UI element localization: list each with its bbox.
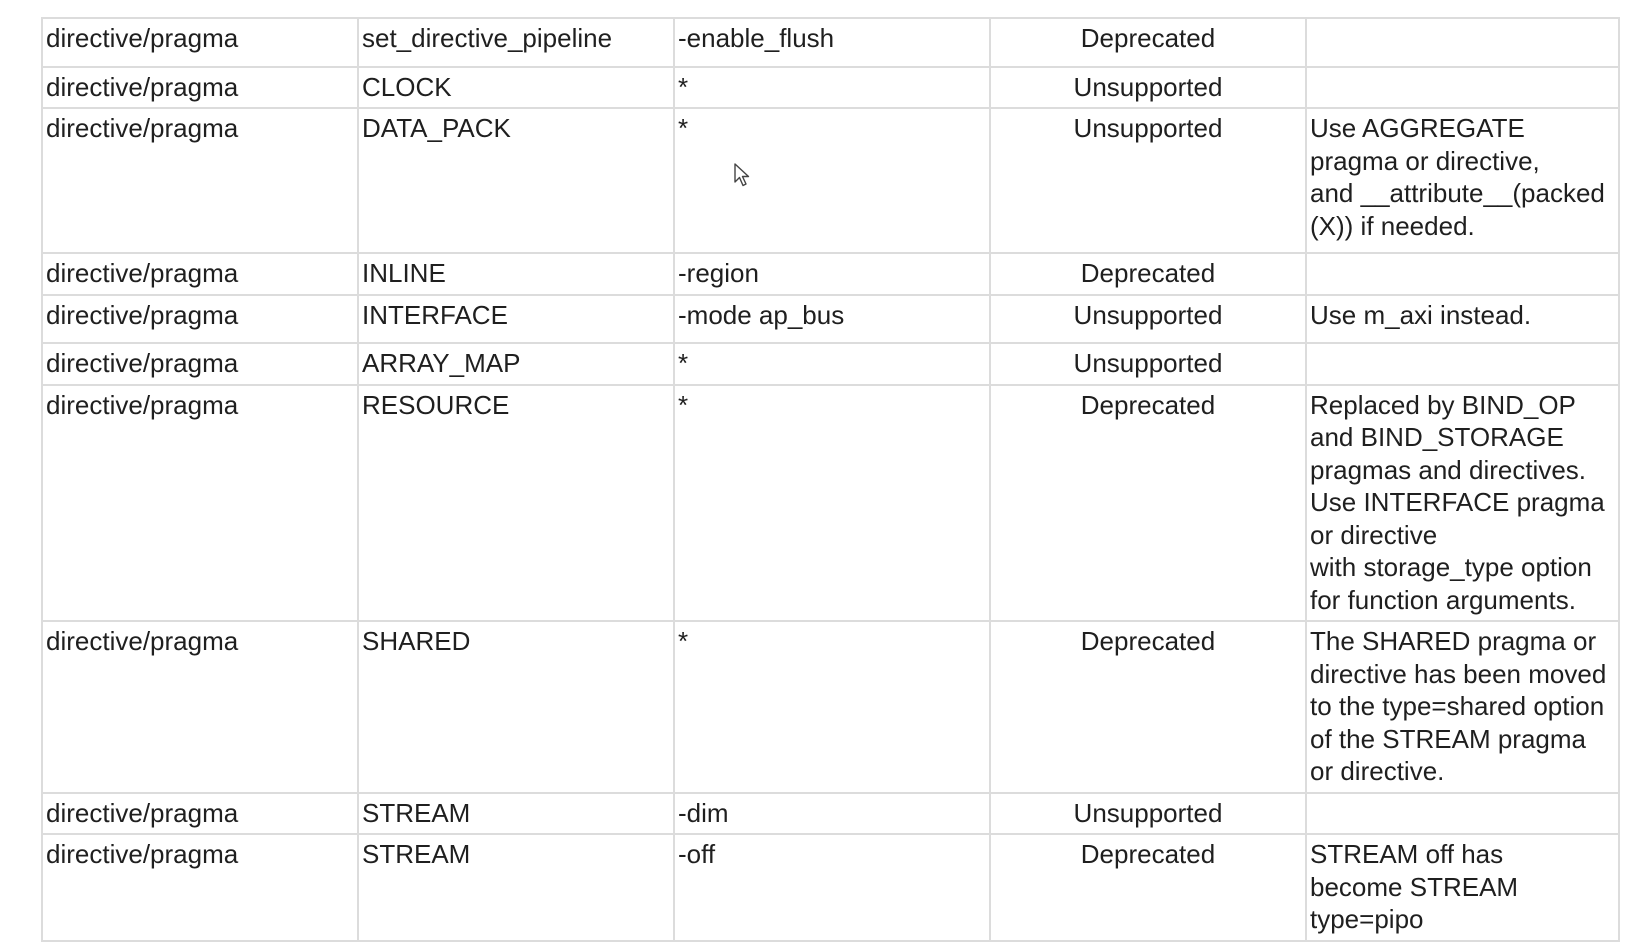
status-cell: Deprecated xyxy=(989,252,1307,296)
note-cell: Replaced by BIND_OP and BIND_STORAGE pra… xyxy=(1305,383,1620,622)
option-cell: -off xyxy=(673,833,991,942)
type-cell: directive/pragma xyxy=(41,17,359,68)
table-row: directive/pragma INLINE -region Deprecat… xyxy=(41,252,1620,296)
note-cell xyxy=(1305,17,1620,68)
type-cell: directive/pragma xyxy=(41,107,359,254)
note-cell: Use m_axi instead. xyxy=(1305,293,1620,344)
note-cell xyxy=(1305,342,1620,386)
option-cell: -enable_flush xyxy=(673,17,991,68)
type-cell: directive/pragma xyxy=(41,833,359,942)
name-cell: ARRAY_MAP xyxy=(357,342,675,386)
note-cell xyxy=(1305,65,1620,109)
table-row: directive/pragma CLOCK * Unsupported xyxy=(41,65,1620,109)
type-cell: directive/pragma xyxy=(41,791,359,835)
name-cell: CLOCK xyxy=(357,65,675,109)
status-cell: Unsupported xyxy=(989,342,1307,386)
name-cell: RESOURCE xyxy=(357,383,675,622)
name-cell: STREAM xyxy=(357,833,675,942)
table-row: directive/pragma ARRAY_MAP * Unsupported xyxy=(41,342,1620,386)
deprecated-features-table-container: directive/pragma set_directive_pipeline … xyxy=(41,17,1620,942)
option-cell: * xyxy=(673,620,991,794)
table-row: directive/pragma INTERFACE -mode ap_bus … xyxy=(41,293,1620,344)
name-cell: DATA_PACK xyxy=(357,107,675,254)
type-cell: directive/pragma xyxy=(41,252,359,296)
option-cell: * xyxy=(673,65,991,109)
deprecated-features-table: directive/pragma set_directive_pipeline … xyxy=(41,17,1620,942)
status-cell: Unsupported xyxy=(989,65,1307,109)
table-row: directive/pragma DATA_PACK * Unsupported… xyxy=(41,107,1620,254)
name-cell: INTERFACE xyxy=(357,293,675,344)
status-cell: Deprecated xyxy=(989,620,1307,794)
status-cell: Unsupported xyxy=(989,107,1307,254)
status-cell: Unsupported xyxy=(989,791,1307,835)
name-cell: INLINE xyxy=(357,252,675,296)
mouse-pointer-icon xyxy=(734,163,750,187)
table-row: directive/pragma STREAM -dim Unsupported xyxy=(41,791,1620,835)
option-cell: * xyxy=(673,383,991,622)
table-row: directive/pragma STREAM -off Deprecated … xyxy=(41,833,1620,942)
name-cell: set_directive_pipeline xyxy=(357,17,675,68)
option-cell: * xyxy=(673,342,991,386)
table-row: directive/pragma RESOURCE * Deprecated R… xyxy=(41,383,1620,622)
note-cell xyxy=(1305,252,1620,296)
status-cell: Deprecated xyxy=(989,383,1307,622)
table-row: directive/pragma SHARED * Deprecated The… xyxy=(41,620,1620,794)
type-cell: directive/pragma xyxy=(41,293,359,344)
type-cell: directive/pragma xyxy=(41,383,359,622)
name-cell: STREAM xyxy=(357,791,675,835)
type-cell: directive/pragma xyxy=(41,620,359,794)
table-row: directive/pragma set_directive_pipeline … xyxy=(41,17,1620,68)
note-cell: The SHARED pragma or directive has been … xyxy=(1305,620,1620,794)
type-cell: directive/pragma xyxy=(41,65,359,109)
type-cell: directive/pragma xyxy=(41,342,359,386)
option-cell: * xyxy=(673,107,991,254)
note-cell: STREAM off has become STREAM type=pipo xyxy=(1305,833,1620,942)
note-cell xyxy=(1305,791,1620,835)
status-cell: Deprecated xyxy=(989,833,1307,942)
name-cell: SHARED xyxy=(357,620,675,794)
option-cell: -dim xyxy=(673,791,991,835)
status-cell: Deprecated xyxy=(989,17,1307,68)
option-cell: -mode ap_bus xyxy=(673,293,991,344)
note-cell: Use AGGREGATE pragma or directive, and _… xyxy=(1305,107,1620,254)
status-cell: Unsupported xyxy=(989,293,1307,344)
option-cell: -region xyxy=(673,252,991,296)
